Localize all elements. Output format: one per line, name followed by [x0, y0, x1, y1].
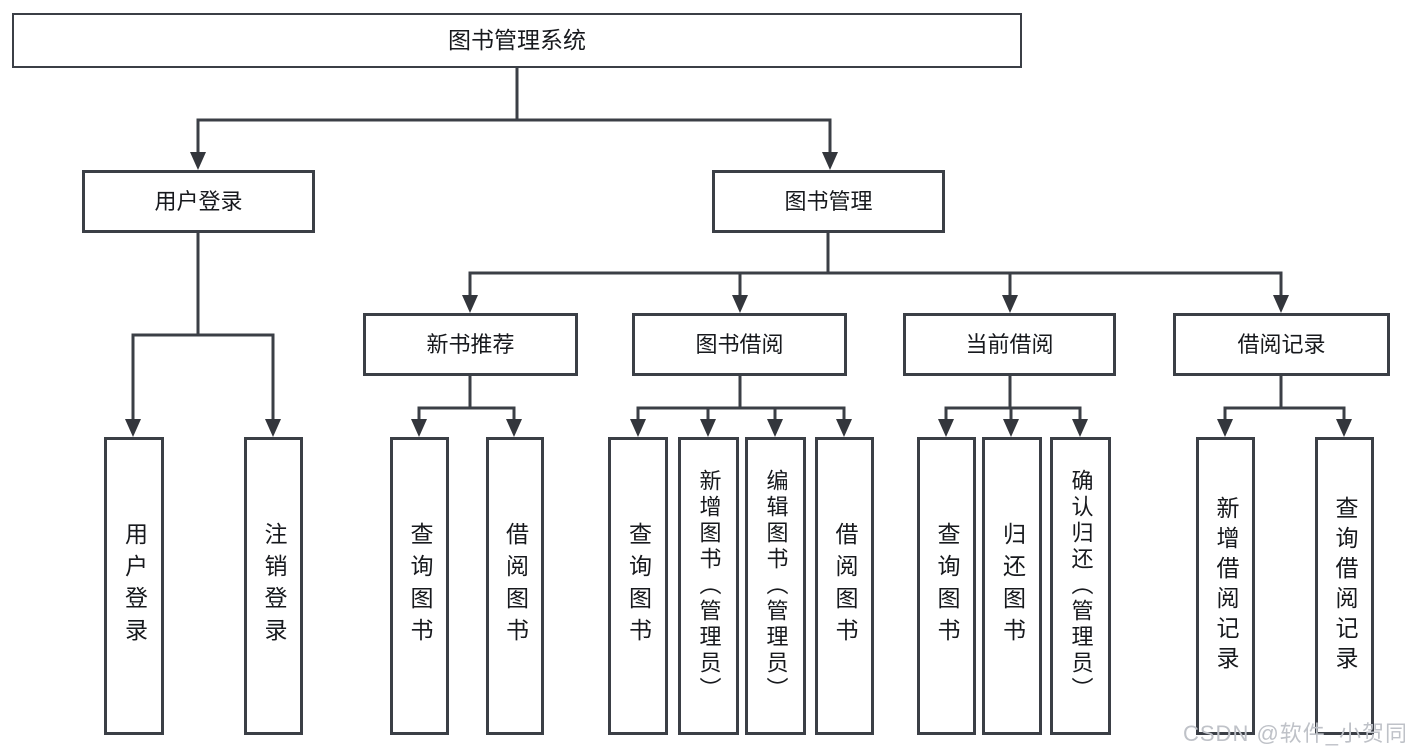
leaf-recommend-borrow-book: 借阅图书 [486, 437, 544, 735]
leaf-borrow-book: 借阅图书 [815, 437, 874, 735]
leaf-confirm-return-admin: 确认归还（管理员） [1050, 437, 1111, 735]
node-current-borrow: 当前借阅 [903, 313, 1116, 376]
leaf-edit-book-admin: 编辑图书（管理员） [745, 437, 806, 735]
node-new-book-recommend: 新书推荐 [363, 313, 578, 376]
node-book-management: 图书管理 [712, 170, 945, 233]
leaf-logout: 注销登录 [244, 437, 303, 735]
leaf-borrow-query-book: 查询图书 [608, 437, 668, 735]
leaf-current-query-book: 查询图书 [917, 437, 976, 735]
node-user-login: 用户登录 [82, 170, 315, 233]
leaf-add-book-admin: 新增图书（管理员） [678, 437, 739, 735]
node-borrow-records: 借阅记录 [1173, 313, 1390, 376]
leaf-recommend-query-book: 查询图书 [390, 437, 449, 735]
node-root: 图书管理系统 [12, 13, 1022, 68]
leaf-user-login: 用户登录 [104, 437, 164, 735]
leaf-add-borrow-record: 新增借阅记录 [1196, 437, 1255, 735]
leaf-query-borrow-record: 查询借阅记录 [1315, 437, 1374, 735]
csdn-watermark: CSDN @软件_小贺同学 [1183, 721, 1405, 746]
leaf-return-book: 归还图书 [982, 437, 1042, 735]
node-book-borrow: 图书借阅 [632, 313, 847, 376]
